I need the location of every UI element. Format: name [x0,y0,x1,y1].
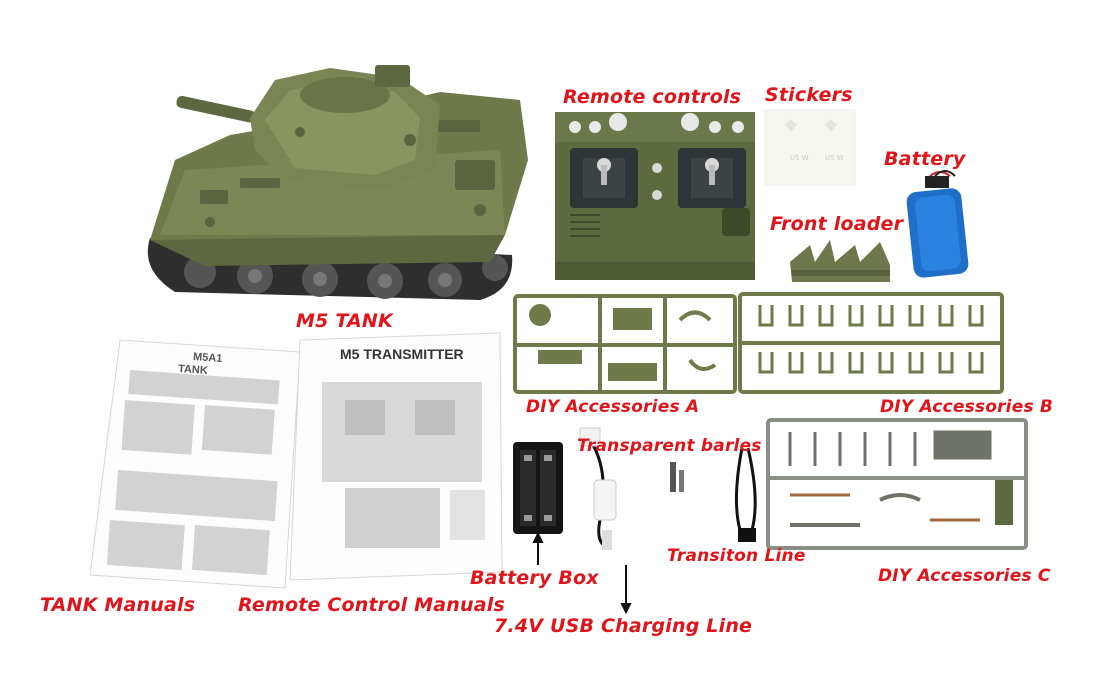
label-battery: Battery [884,148,966,170]
transmitter-manual-title: M5 TRANSMITTER [340,346,464,362]
tank-manual [89,339,301,589]
label-usb-charging-line: 7.4V USB Charging Line [494,615,753,637]
label-front-loader: Front loader [770,213,904,235]
transition-line [734,447,757,542]
label-battery-box: Battery Box [470,567,599,589]
tank-manual-subtitle: TANK [177,362,209,378]
sticker-sheet: US W US W [764,109,856,186]
label-tank-manuals: TANK Manuals [40,594,196,616]
svg-text:US W: US W [825,154,844,162]
label-diy-accessories-a: DIY Accessories A [526,397,700,417]
tank-manual-title: M5A1 [192,350,223,366]
label-remote-control-manuals: Remote Control Manuals [238,594,505,616]
front-loader-part [790,240,890,282]
label-m5-tank: M5 TANK [296,310,393,332]
remote-controller [555,112,755,280]
arrows [532,531,632,615]
label-diy-accessories-b: DIY Accessories B [880,397,1054,417]
label-stickers: Stickers [765,84,853,106]
sprue-c [766,418,1028,550]
label-transition-line: Transiton Line [667,546,806,566]
label-remote-controls: Remote controls [563,86,742,108]
battery-box [513,442,563,534]
transmitter-manual [289,332,503,581]
battery-pack [906,170,969,278]
label-transparent-barrels: Transparent barles [577,436,762,456]
sprue-a [513,294,737,394]
usb-charging-line [579,427,617,550]
m5-tank [147,65,528,300]
transparent-barrels [670,462,684,492]
label-diy-accessories-c: DIY Accessories C [878,566,1051,586]
sprue-b [738,292,1004,394]
svg-text:US W: US W [790,154,809,162]
